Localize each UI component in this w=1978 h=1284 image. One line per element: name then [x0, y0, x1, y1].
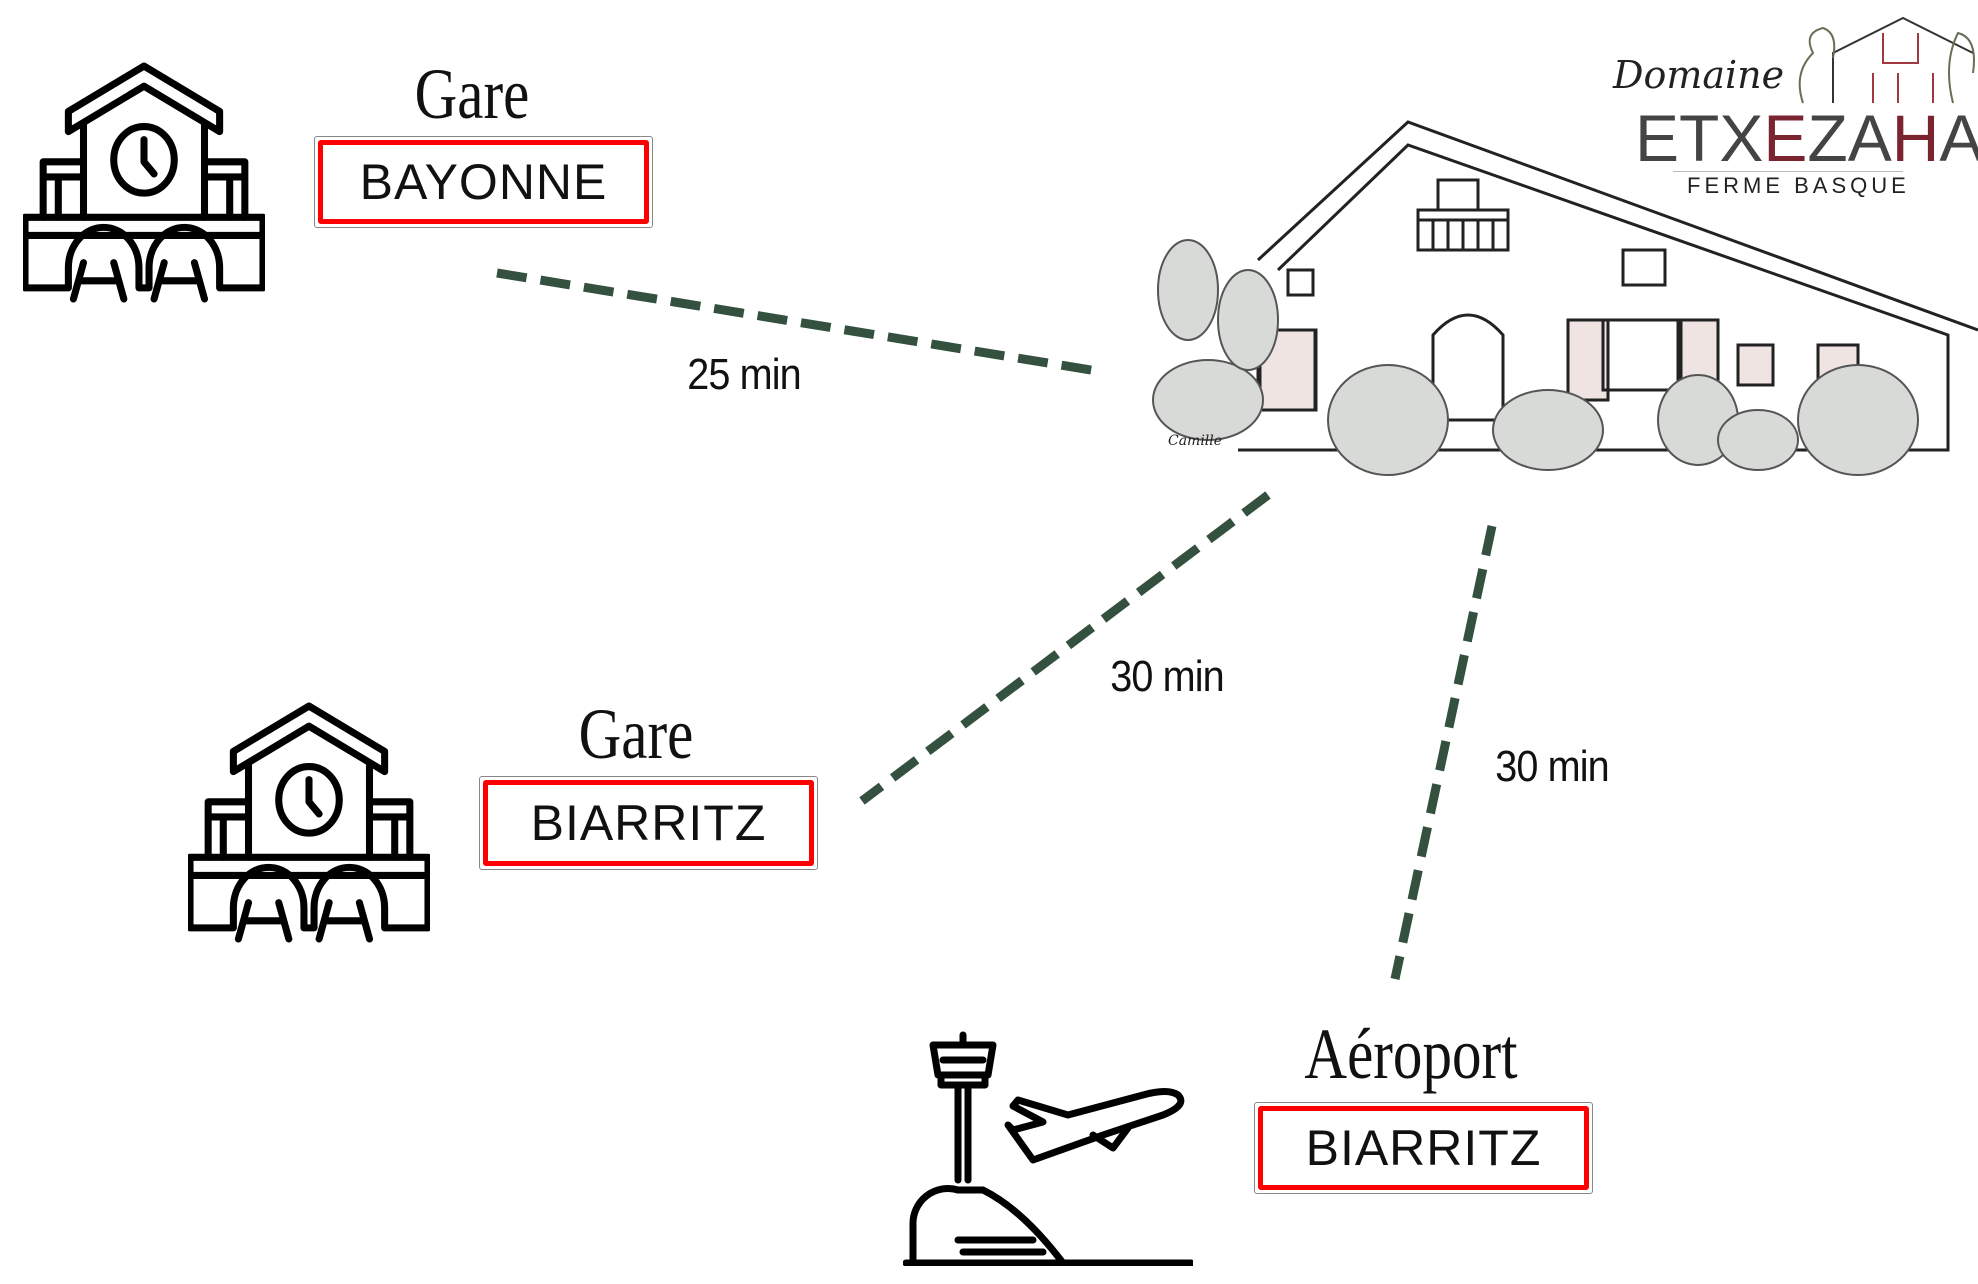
city-sign-bayonne: BAYONNE	[314, 136, 653, 228]
train-station-icon	[23, 62, 265, 303]
logo-name-part: ETX	[1635, 101, 1764, 175]
city-name: BAYONNE	[318, 140, 649, 224]
artist-signature: Camille	[1168, 433, 1222, 449]
farmhouse-illustration: Camille	[1152, 120, 1978, 476]
travel-time: 25 min	[687, 350, 801, 399]
travel-time: 30 min	[1495, 742, 1609, 791]
route-line-gare-biarritz	[859, 491, 1271, 805]
destination-type-label: Gare	[414, 54, 530, 134]
destination-type-label: Aéroport	[1304, 1014, 1518, 1094]
airport-icon	[903, 1031, 1193, 1266]
logo-name-part: E	[1763, 101, 1808, 175]
destination-type-label: Gare	[578, 694, 694, 774]
city-sign-aeroport-biarritz: BIARRITZ	[1254, 1102, 1593, 1194]
logo: Domaine ETXEZAHAR FERME BASQUE	[1613, 13, 1978, 203]
logo-divider	[1673, 171, 1903, 172]
logo-name-part: ZA	[1807, 101, 1892, 175]
city-sign-gare-biarritz: BIARRITZ	[479, 776, 818, 870]
logo-tagline: FERME BASQUE	[1687, 173, 1910, 198]
logo-name: ETXEZAHAR	[1635, 105, 1978, 171]
logo-house-icon	[1798, 16, 1975, 104]
route-line-bayonne	[496, 268, 1104, 377]
logo-name-part: H	[1891, 101, 1940, 175]
train-station-icon	[188, 702, 430, 943]
travel-time: 30 min	[1110, 652, 1224, 701]
logo-name-part: AR	[1939, 101, 1978, 175]
logo-script: Domaine	[1613, 53, 1785, 97]
route-line-aeroport-biarritz	[1390, 525, 1497, 980]
city-name: BIARRITZ	[483, 780, 814, 866]
city-name: BIARRITZ	[1258, 1106, 1589, 1190]
